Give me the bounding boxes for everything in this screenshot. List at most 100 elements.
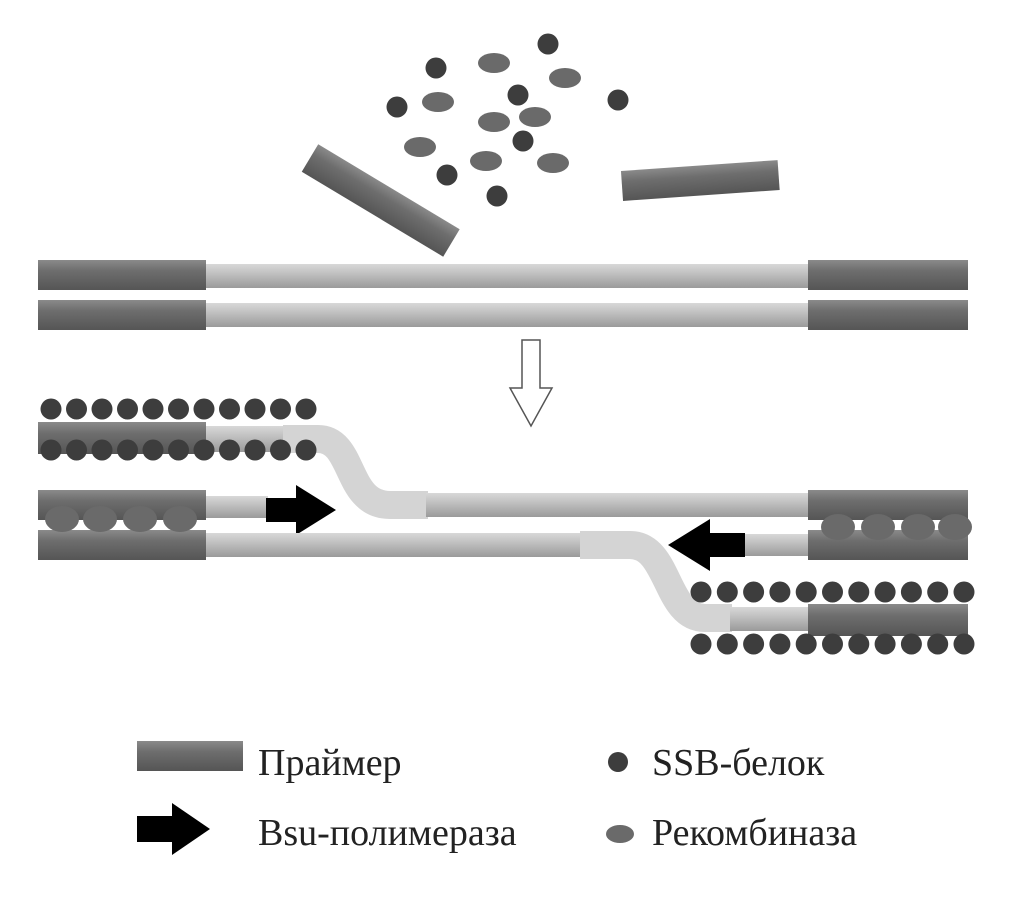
primer-site: [808, 260, 968, 290]
process-arrow-icon: [508, 339, 554, 428]
ssb-protein-icon: [295, 439, 317, 461]
polymerase-arrow-icon: [668, 519, 745, 571]
ssb-protein-icon: [91, 398, 113, 420]
recombinase-icon: [901, 514, 935, 540]
legend-label-recombinase: Рекомбиназа: [652, 812, 857, 854]
ssb-protein-icon: [142, 398, 164, 420]
ssb-protein-icon: [436, 164, 458, 186]
polymerase-arrow-icon: [266, 485, 336, 535]
ssb-protein-icon: [295, 398, 317, 420]
ssb-protein-icon: [743, 581, 765, 603]
ssb-protein-icon: [953, 581, 975, 603]
ssb-protein-icon: [219, 439, 240, 461]
ssb-protein-icon: [244, 398, 266, 420]
ssb-protein-icon: [716, 633, 738, 655]
displaced-strand: [580, 531, 732, 632]
ssb-protein-icon: [848, 633, 870, 655]
ssb-protein-icon: [219, 398, 240, 420]
template-duplex: [38, 260, 968, 330]
legend-ssb-icon: [608, 752, 628, 772]
ssb-protein-icon: [91, 439, 113, 461]
template-strand-light: [206, 303, 808, 327]
ssb-protein-icon: [690, 581, 712, 603]
free-primer-2: [620, 160, 780, 201]
template-strand-light: [206, 264, 808, 288]
recombinase-icon: [123, 506, 157, 532]
recombinase-icon: [519, 107, 551, 127]
protein-markers: [40, 33, 975, 655]
recombinase-icon: [470, 151, 502, 171]
ssb-protein-icon: [927, 581, 949, 603]
ssb-protein-icon: [795, 581, 817, 603]
ssb-protein-icon: [690, 633, 712, 655]
ssb-protein-icon: [40, 398, 62, 420]
ssb-protein-icon: [66, 398, 87, 420]
primer-site: [38, 300, 206, 330]
ssb-protein-icon: [117, 398, 138, 420]
recombinase-icon: [45, 506, 79, 532]
ssb-protein-icon: [537, 33, 559, 55]
ssb-protein-icon: [716, 581, 738, 603]
ssb-protein-icon: [142, 439, 164, 461]
recombinase-icon: [537, 153, 569, 173]
legend-recombinase-icon: [606, 825, 634, 843]
legend-primer-icon: [137, 741, 243, 771]
template-strand-light: [745, 534, 810, 556]
displaced-strand: [283, 425, 428, 519]
recombinase-icon: [549, 68, 581, 88]
ssb-protein-icon: [168, 398, 189, 420]
template-strand-light: [730, 607, 810, 631]
legend-label-ssb: SSB-белок: [652, 742, 825, 784]
recombinase-icon: [163, 506, 197, 532]
recombinase-icon: [861, 514, 895, 540]
ssb-protein-icon: [900, 633, 922, 655]
ssb-protein-icon: [512, 130, 534, 152]
ssb-protein-icon: [769, 581, 791, 603]
legend-label-polymerase: Bsu-полимераза: [258, 812, 517, 854]
ssb-protein-icon: [270, 439, 291, 461]
primer-site: [38, 530, 206, 560]
ssb-protein-icon: [874, 633, 896, 655]
ssb-protein-icon: [66, 439, 87, 461]
free-components: [301, 144, 780, 257]
recombinase-icon: [478, 53, 510, 73]
recombinase-icon: [83, 506, 117, 532]
ssb-protein-icon: [386, 96, 408, 118]
template-strand-light: [426, 493, 810, 517]
ssb-protein-icon: [117, 439, 138, 461]
ssb-protein-icon: [743, 633, 765, 655]
ssb-protein-icon: [953, 633, 975, 655]
primer-site: [808, 300, 968, 330]
ssb-protein-icon: [168, 439, 189, 461]
ssb-protein-icon: [874, 581, 896, 603]
recombinase-icon: [422, 92, 454, 112]
ssb-protein-icon: [193, 439, 215, 461]
primer-site: [808, 604, 968, 636]
ssb-protein-icon: [486, 185, 508, 207]
template-strand-light: [206, 496, 268, 518]
recombinase-icon: [404, 137, 436, 157]
ssb-protein-icon: [507, 84, 529, 106]
recombinase-icon: [821, 514, 855, 540]
ssb-protein-icon: [822, 581, 843, 603]
ssb-protein-icon: [927, 633, 949, 655]
ssb-protein-icon: [822, 633, 843, 655]
ssb-protein-icon: [848, 581, 870, 603]
ssb-protein-icon: [270, 398, 291, 420]
recombinase-icon: [938, 514, 972, 540]
ssb-protein-icon: [900, 581, 922, 603]
ssb-protein-icon: [244, 439, 266, 461]
free-primer-1: [301, 144, 460, 257]
ssb-protein-icon: [607, 89, 629, 111]
ssb-protein-icon: [795, 633, 817, 655]
ssb-protein-icon: [193, 398, 215, 420]
primer-site: [38, 260, 206, 290]
legend-polymerase-icon: [137, 803, 210, 855]
ssb-protein-icon: [40, 439, 62, 461]
legend-label-primer: Праймер: [258, 742, 402, 784]
template-strand-light: [206, 533, 584, 557]
ssb-protein-icon: [425, 57, 447, 79]
ssb-protein-icon: [769, 633, 791, 655]
